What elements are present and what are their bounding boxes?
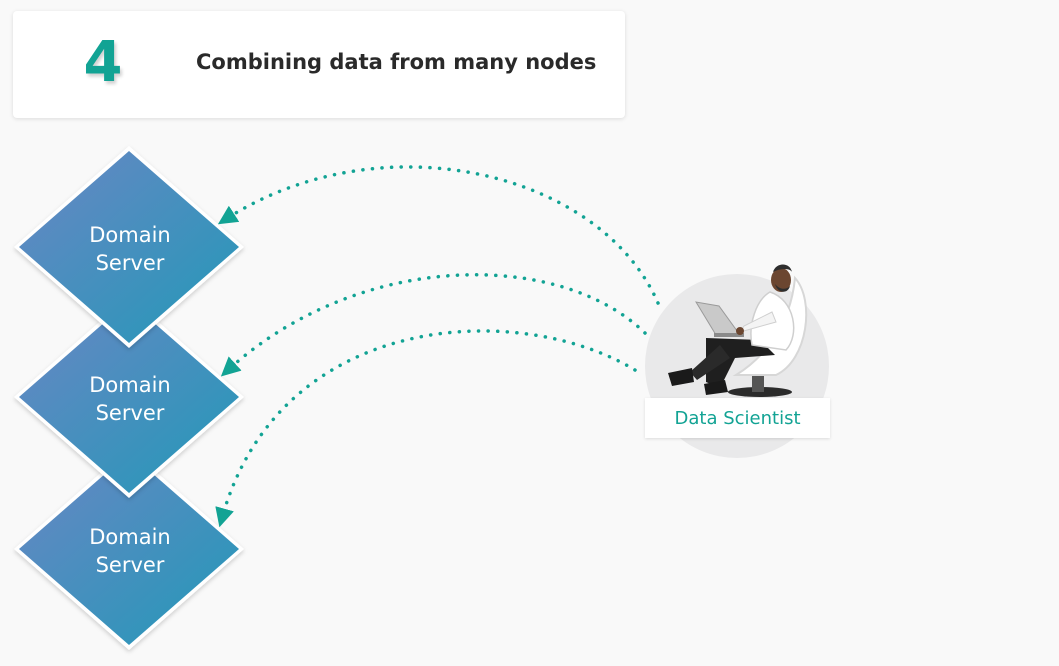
step-title: Combining data from many nodes (196, 50, 597, 74)
node-2-label-line1: Domain (89, 373, 171, 397)
node-3-label-line2: Server (96, 553, 165, 577)
domain-server-node-2[interactable]: Domain Server (14, 296, 244, 498)
request-arrow-2 (220, 273, 647, 377)
request-arrow-1 (217, 165, 660, 305)
node-3-label-line1: Domain (89, 525, 171, 549)
node-1-label-line1: Domain (89, 223, 171, 247)
data-scientist-label: Data Scientist (645, 398, 830, 438)
data-scientist-label-text: Data Scientist (674, 407, 801, 429)
step-header-card: 4 Combining data from many nodes (13, 11, 625, 118)
node-1-label-line2: Server (96, 251, 165, 275)
step-number: 4 (83, 30, 123, 95)
domain-server-node-3[interactable]: Domain Server (14, 448, 244, 650)
domain-server-node-1[interactable]: Domain Server (14, 146, 244, 348)
node-2-label-line2: Server (96, 401, 165, 425)
request-arrow-3 (215, 329, 637, 528)
